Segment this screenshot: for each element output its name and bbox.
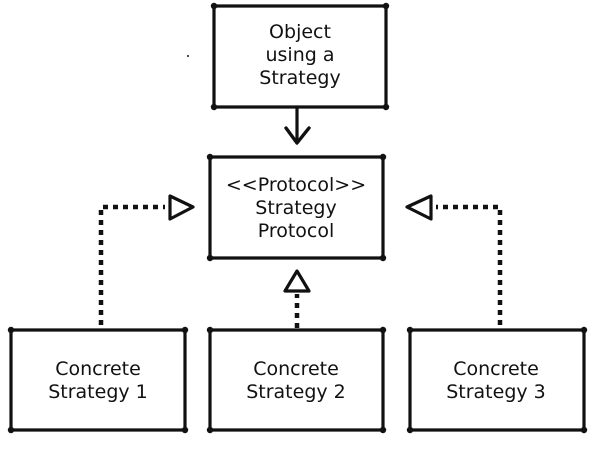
concrete-3-line-1: Concrete (453, 358, 539, 380)
concrete-2-line-2: Strategy 2 (246, 381, 346, 403)
protocol-box-line-1: <<Protocol>> (226, 174, 366, 196)
realization-arrow-2 (283, 269, 311, 328)
concrete-strategy-2-box: Concrete Strategy 2 (206, 326, 387, 434)
concrete-1-line-2: Strategy 1 (48, 381, 148, 403)
protocol-box: <<Protocol>> Strategy Protocol (206, 153, 387, 262)
stray-speck (187, 55, 189, 57)
protocol-box-line-2: Strategy (255, 197, 336, 219)
concrete-strategy-1-box: Concrete Strategy 1 (7, 326, 189, 434)
protocol-box-line-3: Protocol (258, 220, 335, 242)
uses-arrow (284, 105, 311, 145)
realization-arrow-3 (405, 194, 503, 325)
object-box-line-1: Object (269, 21, 331, 43)
concrete-strategy-3-box: Concrete Strategy 3 (406, 326, 588, 434)
concrete-2-line-1: Concrete (253, 358, 339, 380)
concrete-1-line-1: Concrete (55, 358, 141, 380)
object-box-line-2: using a (265, 44, 334, 66)
concrete-3-line-2: Strategy 3 (446, 381, 546, 403)
realization-arrow-1 (98, 194, 195, 325)
object-box: Object using a Strategy (210, 2, 390, 111)
object-box-line-3: Strategy (259, 67, 340, 89)
